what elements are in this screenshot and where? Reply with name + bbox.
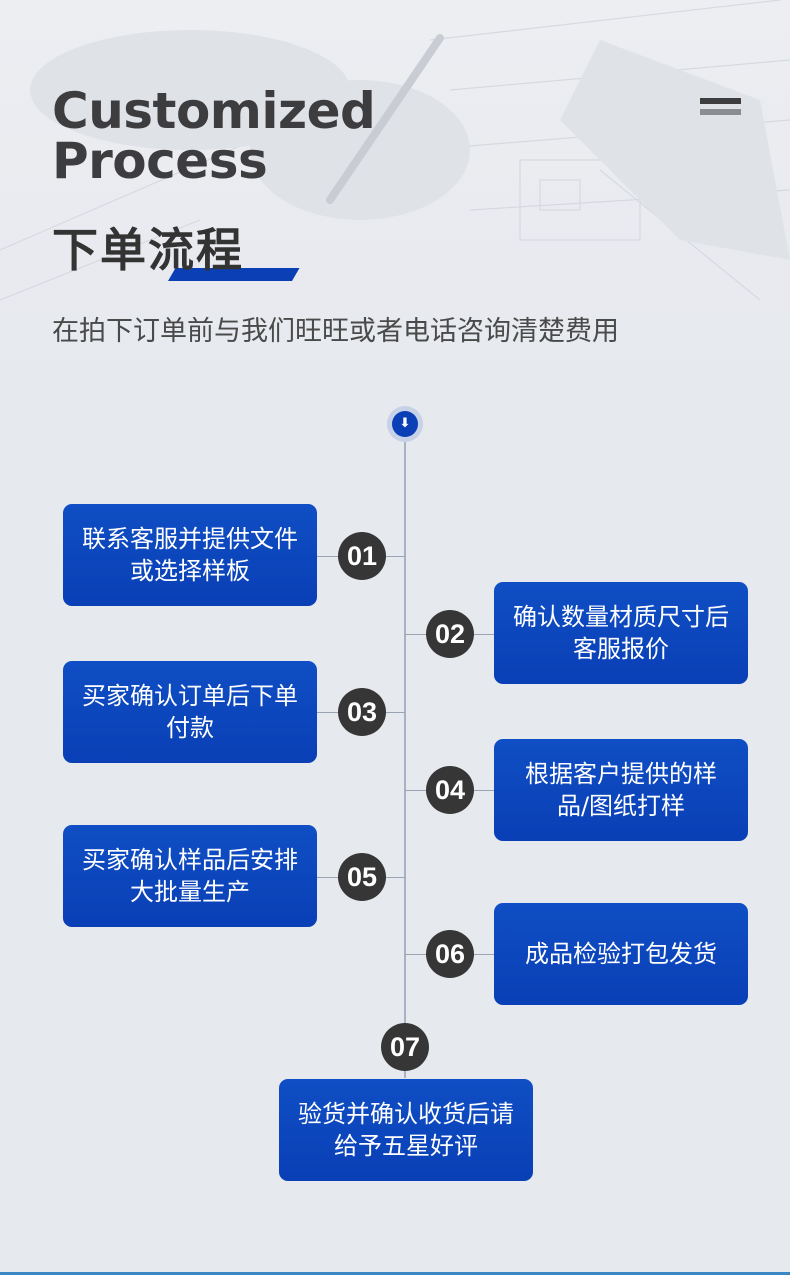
step-number-badge: 03 bbox=[338, 688, 386, 736]
step-box: 成品检验打包发货 bbox=[494, 903, 748, 1005]
step-box: 根据客户提供的样品/图纸打样 bbox=[494, 739, 748, 841]
menu-bar-dark bbox=[700, 98, 741, 104]
page-title-chinese: 下单流程 bbox=[52, 224, 244, 276]
step-text: 成品检验打包发货 bbox=[525, 938, 717, 970]
double-chevron-down-icon: ⬇ bbox=[392, 411, 418, 437]
step-number-badge: 01 bbox=[338, 532, 386, 580]
step-text: 验货并确认收货后请给予五星好评 bbox=[295, 1098, 517, 1162]
step-number-badge: 02 bbox=[426, 610, 474, 658]
page-title-chinese-group: 下单流程 bbox=[52, 224, 302, 284]
step-box: 确认数量材质尺寸后客服报价 bbox=[494, 582, 748, 684]
step-box: 买家确认订单后下单付款 bbox=[63, 661, 317, 763]
timeline-start-marker: ⬇ bbox=[387, 406, 423, 442]
page-subtitle: 在拍下订单前与我们旺旺或者电话咨询清楚费用 bbox=[52, 314, 619, 350]
step-text: 联系客服并提供文件或选择样板 bbox=[79, 523, 301, 587]
step-text: 根据客户提供的样品/图纸打样 bbox=[510, 758, 732, 822]
timeline-line bbox=[404, 438, 406, 1078]
page-title-english: Customized Process bbox=[52, 86, 375, 186]
step-box: 联系客服并提供文件或选择样板 bbox=[63, 504, 317, 606]
step-number-badge: 04 bbox=[426, 766, 474, 814]
step-box: 验货并确认收货后请给予五星好评 bbox=[279, 1079, 533, 1181]
step-number-badge: 06 bbox=[426, 930, 474, 978]
step-number-badge: 07 bbox=[381, 1023, 429, 1071]
step-text: 确认数量材质尺寸后客服报价 bbox=[510, 601, 732, 665]
step-text: 买家确认订单后下单付款 bbox=[79, 680, 301, 744]
step-number-badge: 05 bbox=[338, 853, 386, 901]
menu-bar-light bbox=[700, 109, 741, 115]
step-box: 买家确认样品后安排大批量生产 bbox=[63, 825, 317, 927]
menu-icon[interactable] bbox=[700, 98, 741, 120]
step-text: 买家确认样品后安排大批量生产 bbox=[79, 844, 301, 908]
